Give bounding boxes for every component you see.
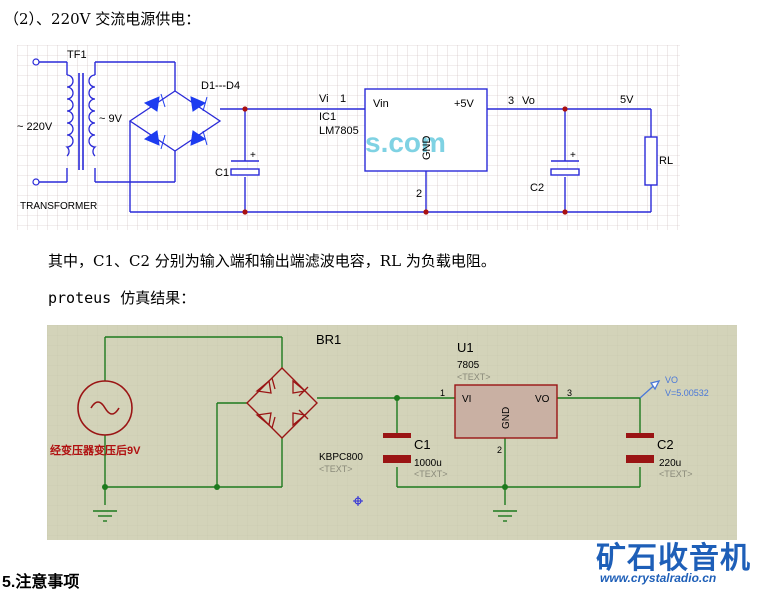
watermark-fragment: s.com	[365, 127, 446, 158]
capacitor-c1-sim	[383, 433, 411, 463]
label-pin2: 2	[416, 188, 422, 200]
label-primary-voltage: ~ 220V	[17, 121, 53, 133]
bridge-rectifier-symbol	[128, 90, 222, 152]
label-sim-c2: C2	[657, 437, 674, 452]
sim-junction-dots	[102, 395, 508, 490]
label-c2-value: 220u	[659, 458, 681, 469]
label-secondary-voltage: ~ 9V	[99, 113, 123, 125]
section-heading-ac-supply: （2）、220V 交流电源供电：	[4, 10, 201, 28]
label-br-text: <TEXT>	[319, 464, 353, 474]
ground-symbol-left	[93, 510, 117, 522]
label-transformer: TRANSFORMER	[20, 201, 97, 212]
label-ic-ref: IC1	[319, 111, 336, 123]
regulator-u1-box	[454, 384, 558, 439]
regulator-ic1-box	[364, 88, 488, 172]
watermark-cn-text: 矿石收音机	[596, 541, 751, 576]
label-u1-gnd: GND	[501, 407, 512, 429]
label-ic-part: LM7805	[319, 125, 359, 137]
label-c2-plus: +	[570, 150, 576, 161]
label-source: 经变压器变压后9V	[50, 443, 141, 457]
label-vo: Vo	[522, 95, 535, 107]
label-c2-text: <TEXT>	[659, 469, 693, 479]
schematic-ac-supply: s.com TF1 ~ 220V ~ 9V TRANSFORMER D1---D…	[17, 45, 680, 230]
capacitor-c2-sim	[626, 433, 654, 463]
label-bridge: D1---D4	[201, 80, 240, 92]
label-ic-vout: +5V	[454, 98, 475, 110]
terminal-top	[32, 58, 40, 66]
label-out-voltage: 5V	[620, 94, 634, 106]
label-c1-plus: +	[250, 150, 256, 161]
terminal-bottom	[32, 178, 40, 186]
label-c1-text: <TEXT>	[414, 469, 448, 479]
label-br-part: KBPC800	[319, 452, 363, 463]
label-probe: VO	[665, 375, 678, 385]
capacitor-c2-symbol	[550, 160, 580, 176]
label-u1: U1	[457, 340, 474, 355]
ground-symbol-right	[493, 510, 517, 522]
label-sim-pin3: 3	[567, 388, 572, 398]
voltage-probe-icon	[639, 380, 661, 399]
label-pin1: 1	[340, 93, 346, 105]
label-c1-value: 1000u	[414, 458, 442, 469]
label-sim-pin2: 2	[497, 445, 502, 455]
label-u1-text: <TEXT>	[457, 372, 491, 382]
label-u1-part: 7805	[457, 360, 480, 371]
label-probe-value: V=5.00532	[665, 388, 709, 398]
label-tf1: TF1	[67, 49, 87, 61]
capacitor-c1-symbol	[230, 160, 260, 176]
label-ic-vin: Vin	[373, 98, 389, 110]
grid-background	[17, 45, 680, 230]
label-sim-c1: C1	[414, 437, 431, 452]
section-heading-notes: 5.注意事项	[2, 574, 80, 591]
watermark-url: www.crystalradio.cn	[600, 571, 717, 585]
sim-wires	[104, 336, 641, 505]
label-rl: RL	[659, 155, 673, 167]
label-ic-gnd: GND	[421, 136, 433, 161]
label-c2: C2	[530, 182, 544, 194]
label-sim-pin1: 1	[440, 388, 445, 398]
label-vi: Vi	[319, 93, 329, 105]
resistor-rl-symbol	[644, 136, 658, 186]
proteus-result-title: proteus 仿真结果：	[48, 289, 196, 307]
label-br1: BR1	[316, 332, 341, 347]
transformer-symbol	[65, 73, 97, 170]
circuit-description: 其中，C1、C2 分别为输入端和输出端滤波电容，RL 为负载电阻。	[48, 252, 496, 270]
label-u1-vi: VI	[462, 394, 471, 405]
ac-source-symbol	[77, 380, 133, 436]
junction-dots	[242, 106, 568, 215]
label-pin3: 3	[508, 95, 514, 107]
bridge-br1-symbol	[246, 367, 318, 439]
crosshair-cursor-icon	[353, 496, 363, 506]
label-u1-vo: VO	[535, 394, 550, 405]
schematic-proteus-simulation: BR1 KBPC800 <TEXT> U1 7805 <TEXT> VI VO …	[47, 325, 737, 540]
sim-grid	[47, 325, 737, 540]
label-c1: C1	[215, 167, 229, 179]
site-watermark: 矿石收音机 www.crystalradio.cn	[596, 533, 756, 589]
